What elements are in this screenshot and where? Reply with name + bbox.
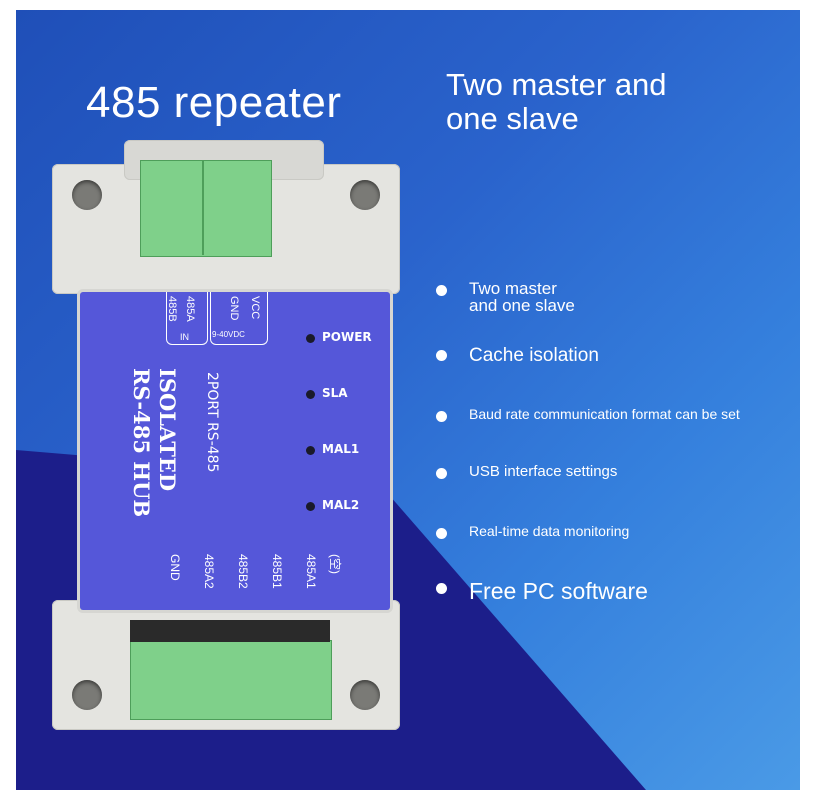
led-indicator-icon — [306, 390, 315, 399]
485a-label: 485A — [184, 296, 196, 322]
rs485-hub-device: VCC GND 9-40VDC 485A IN 485B ISOLATED RS… — [52, 140, 400, 730]
terminal-label: 485B1 — [270, 554, 284, 589]
feature-text: Real-time data monitoring — [469, 523, 630, 539]
gnd-label: GND — [228, 296, 240, 321]
feature-text: Baud rate communication format can be se… — [469, 406, 740, 422]
sub-headline: Two master and one slave — [446, 67, 667, 136]
led-indicator-icon — [306, 446, 315, 455]
feature-item: Baud rate communication format can be se… — [436, 406, 740, 422]
top-terminal-block — [140, 160, 272, 257]
board-edge — [130, 620, 330, 642]
product-banner: 485 repeater Two master and one slave Tw… — [16, 10, 800, 790]
mounting-hole-icon — [72, 180, 102, 210]
bullet-dot-icon — [436, 285, 447, 296]
terminal-label: 485A1 — [304, 554, 318, 589]
input-terminal-box — [166, 292, 208, 345]
led-indicator-icon — [306, 334, 315, 343]
main-headline: 485 repeater — [86, 78, 342, 127]
feature-item: Two master and one slave — [436, 280, 575, 314]
feature-text: Free PC software — [469, 578, 648, 604]
feature-text: USB interface settings — [469, 463, 618, 480]
title-line2: RS-485 HUB — [129, 368, 154, 518]
feature-item: Cache isolation — [436, 345, 599, 367]
feature-item: USB interface settings — [436, 463, 617, 480]
terminal-label: (空) — [328, 554, 342, 574]
mounting-hole-icon — [72, 680, 102, 710]
bottom-terminal-block — [130, 640, 332, 720]
in-label: IN — [180, 332, 189, 342]
terminal-divider — [202, 160, 204, 255]
bullet-dot-icon — [436, 350, 447, 361]
bullet-dot-icon — [436, 468, 447, 479]
title-line1: ISOLATED — [155, 368, 180, 492]
led-indicator-icon — [306, 502, 315, 511]
mounting-hole-icon — [350, 680, 380, 710]
power-terminal-box — [210, 292, 268, 345]
mounting-hole-icon — [350, 180, 380, 210]
device-label: VCC GND 9-40VDC 485A IN 485B ISOLATED RS… — [80, 292, 390, 610]
voltage-label: 9-40VDC — [212, 330, 245, 339]
feature-text: Two master and one slave — [469, 279, 575, 315]
feature-item: Real-time data monitoring — [436, 523, 629, 539]
led-label: MAL1 — [322, 442, 360, 456]
terminal-label: GND — [168, 554, 182, 581]
bullet-dot-icon — [436, 411, 447, 422]
vcc-label: VCC — [249, 296, 261, 320]
485b-label: 485B — [166, 296, 178, 322]
port-subtitle: 2PORT RS-485 — [204, 372, 220, 473]
feature-text: Cache isolation — [469, 345, 599, 366]
bullet-dot-icon — [436, 583, 447, 594]
led-label: POWER — [322, 330, 372, 344]
terminal-label: 485B2 — [236, 554, 250, 589]
terminal-label: 485A2 — [202, 554, 216, 589]
feature-item: Free PC software — [436, 578, 648, 605]
led-label: SLA — [322, 386, 348, 400]
led-label: MAL2 — [322, 498, 360, 512]
bullet-dot-icon — [436, 528, 447, 539]
